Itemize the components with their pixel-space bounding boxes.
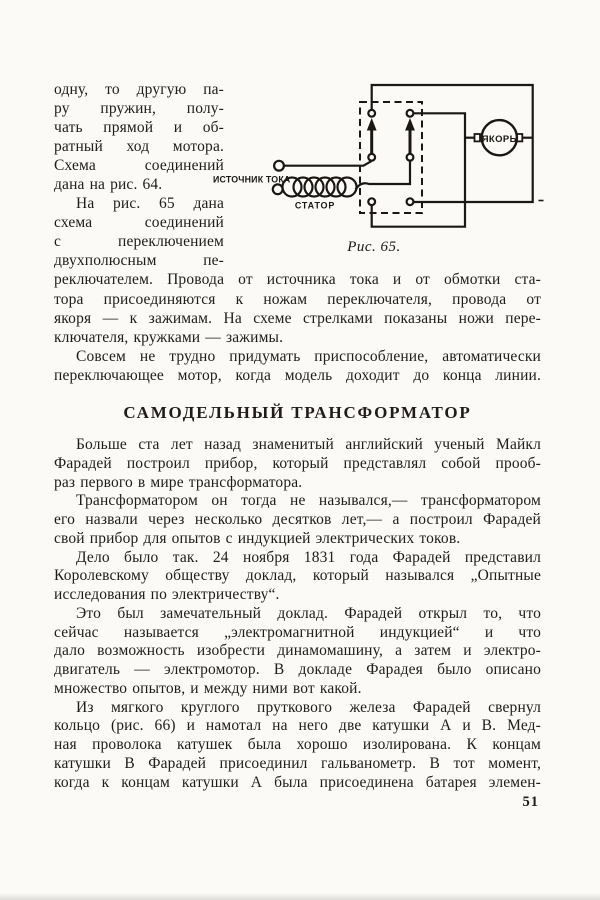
text-line: Совсем не трудно придумать приспособлени…	[76, 347, 541, 365]
switch-terminal	[405, 197, 415, 207]
wire-armature-left-loop	[370, 112, 467, 228]
figure-65: ЯКОРЬ ИСТОЧНИК ТОКА СТАТОР	[205, 55, 575, 260]
text-line: двухполюсным пе-	[54, 252, 224, 270]
source-label: ИСТОЧНИК ТОКА	[213, 175, 291, 185]
coil-loop	[325, 176, 347, 198]
wire-stator-to-switch	[354, 160, 412, 191]
body-text-upper: одну, то другую па-ру пружин, полу-чать …	[54, 80, 541, 385]
text-line: когда к концам катушки А была присоедине…	[54, 773, 541, 791]
text-line: одну, то другую па-	[54, 81, 224, 98]
coil-loop	[281, 176, 303, 198]
text-line: чать прямой и об-	[54, 119, 224, 137]
text-line: Схема соединений	[54, 157, 224, 175]
switch-terminal	[367, 108, 377, 118]
coil-loop	[303, 176, 325, 198]
switch-box	[359, 101, 423, 214]
text-line: сейчас называется „электромагнитной инду…	[54, 623, 541, 641]
text-line: ключателя, кружками — зажимы.	[54, 328, 284, 346]
switch-knife-right-arrowhead	[405, 118, 415, 131]
coil-loop	[292, 176, 314, 198]
text-line: ратный ход мотора.	[54, 138, 224, 156]
switch-terminal	[367, 152, 377, 162]
switch-terminal	[405, 108, 415, 118]
body-text-lower: Больше ста лет назад знаменитый английск…	[54, 436, 541, 792]
switch-knife-left-arrowhead	[366, 118, 377, 131]
text-line: Это был замечательный доклад. Фарадей от…	[76, 604, 541, 622]
text-line: дана на рис. 64.	[54, 176, 163, 194]
text-line: тора присоединяются к ножам переключател…	[54, 290, 541, 308]
source-terminal-bottom	[271, 183, 284, 196]
text-line: ру пружин, полу-	[54, 100, 224, 118]
switch-terminal	[367, 197, 377, 207]
text-line: дало возможность изобрести динамомашину,…	[54, 642, 541, 660]
text-line: его назвали через несколько десятков лет…	[54, 511, 541, 528]
text-line: На рис. 65 дана	[76, 195, 224, 213]
text-line: ная проволока катушек была хорошо изолир…	[54, 736, 541, 753]
text-line: Королевскому обществу доклад, который на…	[54, 567, 541, 585]
text-line: якоря — к зажимам. На схеме стрелками по…	[54, 309, 541, 327]
text-line: Дело было так. 24 ноября 1831 года Фарад…	[76, 548, 541, 566]
text-line: Фарадей построил прибор, который предста…	[54, 454, 541, 472]
wire-armature-right-loop	[370, 83, 534, 204]
text-line: катушки В Фарадей присоединил гальваноме…	[54, 754, 541, 772]
armature-terminal-left	[473, 133, 481, 143]
text-line: множество опытов, и между ними вот какой…	[54, 679, 362, 697]
text-line: Больше ста лет назад знаменитый английск…	[76, 436, 541, 453]
section-heading: САМОДЕЛЬНЫЙ ТРАНСФОРМАТОР	[123, 403, 472, 422]
coil-loop	[314, 176, 336, 198]
text-line: исследования по электричеству“.	[54, 586, 280, 603]
text-line: свой прибор для опытов с индукцией элект…	[54, 529, 461, 547]
text-line: двигатель — электромотор. В докладе Фара…	[54, 661, 541, 678]
text-line: Из мягкого круглого пруткового железа Фа…	[76, 698, 541, 716]
source-terminal-top	[272, 159, 285, 172]
text-line: с переключением	[54, 233, 224, 251]
text-line: кольцо (рис. 66) и намотал на него две к…	[54, 717, 541, 735]
stator-label: СТАТОР	[295, 201, 335, 211]
circuit-diagram: ЯКОРЬ ИСТОЧНИК ТОКА СТАТОР	[213, 83, 544, 255]
switch-terminal	[405, 152, 415, 162]
page-number: 51	[522, 794, 539, 810]
text-line: Трансформатором он тогда не назывался,— …	[76, 492, 541, 510]
text-line: переключающее мотор, когда модель доходи…	[54, 366, 541, 384]
armature-label: ЯКОРЬ	[482, 134, 517, 145]
coil-loop	[336, 176, 358, 198]
figure-caption: Рис. 65.	[346, 239, 401, 255]
text-line: реключателем. Провода от источника тока …	[54, 271, 541, 289]
text-line: раз первого в мире трансформатора.	[54, 473, 303, 491]
wire-source-to-switch	[283, 159, 373, 167]
armature-circle	[480, 118, 519, 157]
text-line: схема соединений	[54, 214, 224, 232]
